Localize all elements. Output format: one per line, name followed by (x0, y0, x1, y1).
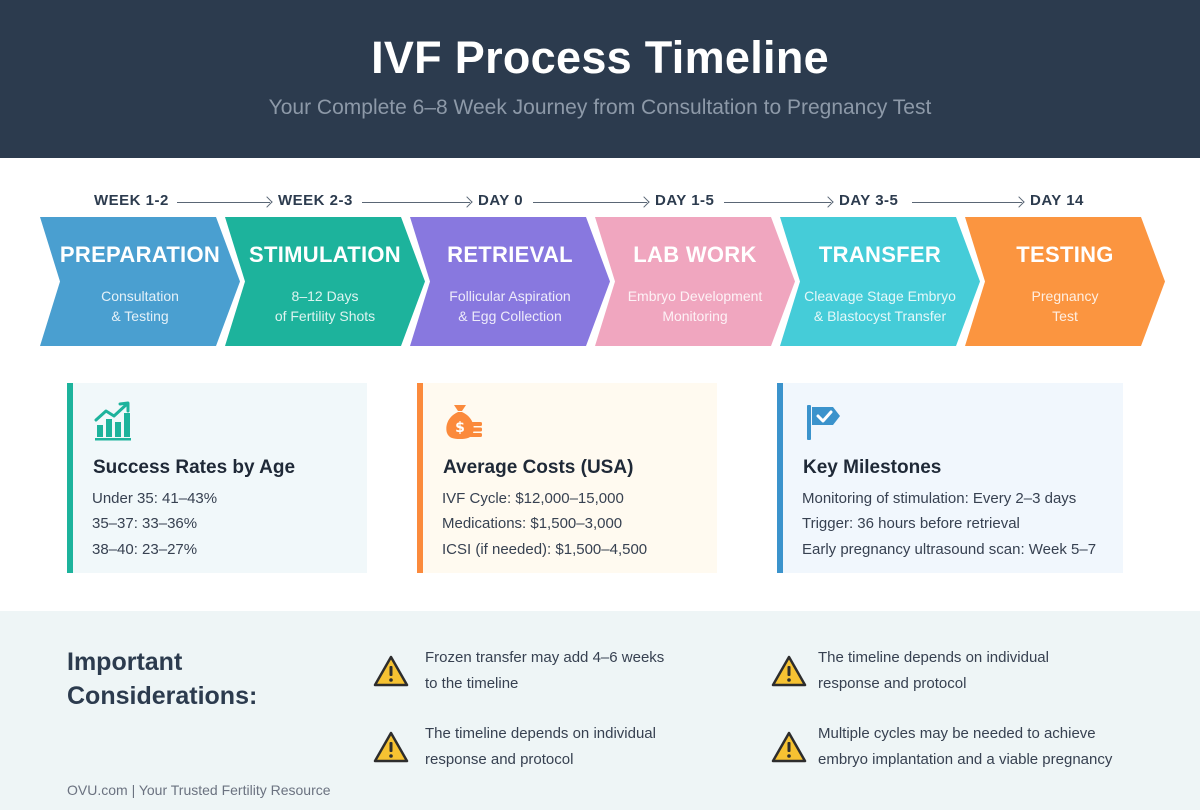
week-label: DAY 3-5 (839, 192, 899, 209)
footer-credit: OVU.com | Your Trusted Fertility Resourc… (67, 782, 331, 798)
timeline-week-labels: WEEK 1-2 WEEK 2-3 DAY 0 DAY 1-5 DAY 3-5 … (0, 192, 1200, 214)
page-title: IVF Process Timeline (371, 32, 829, 83)
step-title: STIMULATION (249, 242, 401, 267)
card-title: Success Rates by Age (93, 457, 296, 478)
card-accent-bar (67, 383, 73, 573)
step-title: TESTING (1016, 242, 1114, 267)
warning-icon (771, 655, 807, 687)
chart-growth-icon (94, 401, 131, 441)
card-line: Monitoring of stimulation: Every 2–3 day… (802, 490, 1077, 507)
card-accent-bar (417, 383, 423, 573)
warning-icon (373, 655, 409, 687)
flag-check-icon (807, 405, 840, 440)
arrow-right-icon (362, 202, 470, 203)
week-label: DAY 1-5 (655, 192, 715, 209)
consideration-item: Frozen transfer may add 4–6 weeks to the… (425, 649, 665, 692)
card-line: Medications: $1,500–3,000 (442, 515, 623, 532)
card-title: Key Milestones (803, 457, 942, 478)
consideration-item: The timeline depends on individual respo… (425, 725, 656, 768)
step-title: TRANSFER (818, 242, 942, 267)
consideration-item: Multiple cycles may be needed to achieve… (818, 725, 1113, 768)
arrow-right-icon (912, 202, 1022, 203)
arrow-right-icon (724, 202, 831, 203)
svg-text:$: $ (455, 420, 465, 436)
step-description: Cleavage Stage Embryo& Blastocyst Transf… (804, 288, 956, 324)
card-line: IVF Cycle: $12,000–15,000 (442, 490, 624, 507)
step-transfer: TRANSFER Cleavage Stage Embryo& Blastocy… (780, 217, 980, 346)
warning-icon (771, 731, 807, 763)
week-label: DAY 14 (1030, 192, 1084, 209)
step-title: RETRIEVAL (447, 242, 573, 267)
card-title: Average Costs (USA) (443, 457, 634, 478)
step-title: PREPARATION (59, 242, 221, 267)
step-description: Follicular Aspiration& Egg Collection (449, 288, 571, 324)
card-line: 38–40: 23–27% (92, 541, 198, 558)
step-preparation: PREPARATION Consultation& Testing (40, 217, 240, 346)
week-label: WEEK 1-2 (94, 192, 169, 209)
card-accent-bar (777, 383, 783, 573)
week-label: DAY 0 (478, 192, 524, 209)
card-line: Early pregnancy ultrasound scan: Week 5–… (802, 541, 1097, 558)
arrow-right-icon (177, 202, 270, 203)
card-average-costs: $ Average Costs (USA) IVF Cycle: $12,000… (417, 383, 717, 573)
step-description: Consultation& Testing (101, 288, 179, 324)
money-bag-icon: $ (446, 405, 482, 439)
card-line: ICSI (if needed): $1,500–4,500 (442, 541, 648, 558)
page-subtitle: Your Complete 6–8 Week Journey from Cons… (268, 96, 932, 119)
card-line: Under 35: 41–43% (92, 490, 218, 507)
card-success-rates: Success Rates by Age Under 35: 41–43% 35… (67, 383, 367, 573)
arrow-right-icon (533, 202, 647, 203)
card-line: 35–37: 33–36% (92, 515, 198, 532)
step-title: LAB WORK (633, 242, 757, 267)
step-retrieval: RETRIEVAL Follicular Aspiration& Egg Col… (410, 217, 610, 346)
header-banner: IVF Process Timeline Your Complete 6–8 W… (0, 0, 1200, 158)
card-line: Trigger: 36 hours before retrieval (802, 515, 1020, 532)
card-key-milestones: Key Milestones Monitoring of stimulation… (777, 383, 1123, 573)
considerations-heading: Important Considerations: (67, 648, 258, 710)
consideration-item: The timeline depends on individual respo… (818, 649, 1049, 692)
week-label: WEEK 2-3 (278, 192, 353, 209)
warning-icon (373, 731, 409, 763)
considerations-section (0, 611, 1200, 810)
